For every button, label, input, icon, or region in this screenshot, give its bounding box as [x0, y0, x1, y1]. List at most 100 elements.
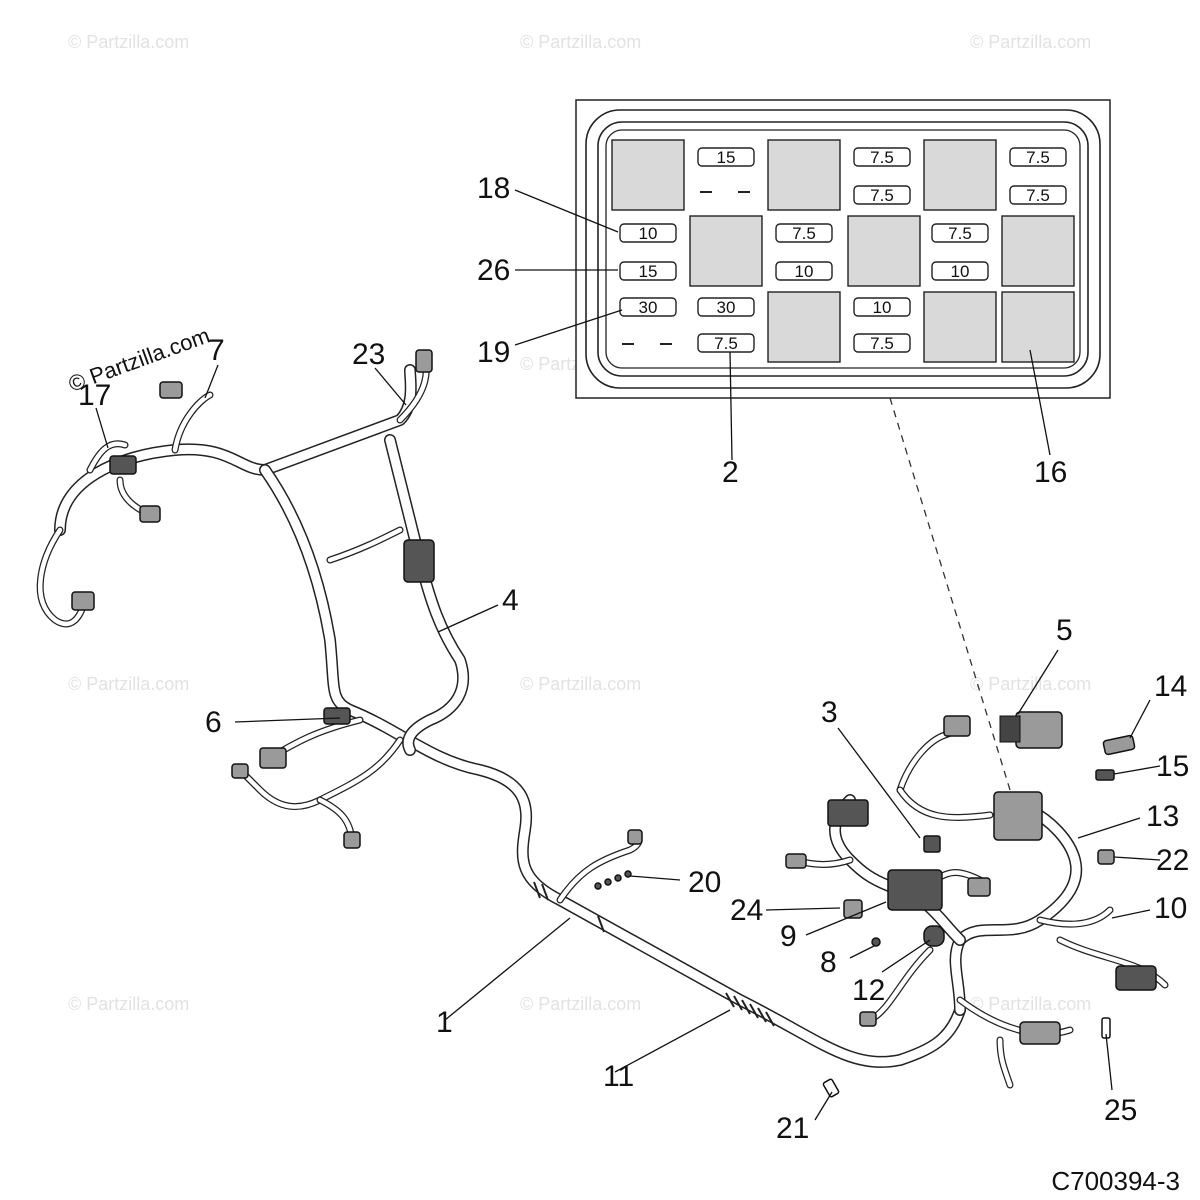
- fuse: 7.5: [853, 147, 911, 167]
- fuse-rating: 15: [717, 148, 736, 167]
- fuse-rating: 10: [639, 224, 658, 243]
- callout-17: 17: [78, 379, 111, 412]
- fuse-rating: 30: [717, 298, 736, 317]
- callout-9: 9: [780, 920, 797, 953]
- watermark: © Partzilla.com: [520, 32, 641, 52]
- leader-lines: [95, 189, 1161, 1121]
- connector: [967, 877, 991, 897]
- fuse-rating: 7.5: [948, 224, 972, 243]
- relay-block: [923, 291, 997, 363]
- watermark: © Partzilla.com: [520, 994, 641, 1014]
- fuse: 10: [931, 261, 989, 281]
- connector: [785, 853, 807, 869]
- callout-16: 16: [1034, 456, 1067, 489]
- connector: [943, 715, 971, 737]
- watermark: © Partzilla.com: [68, 994, 189, 1014]
- fuse: 7.5: [1009, 185, 1067, 205]
- callout-19: 19: [477, 336, 510, 369]
- relay-block: [767, 139, 841, 211]
- connector: [159, 381, 183, 399]
- fuse-rating: 30: [639, 298, 658, 317]
- connector-block: [403, 539, 435, 583]
- fuse: 10: [775, 261, 833, 281]
- fuse-puller: [1102, 734, 1136, 756]
- fuse-rating: 7.5: [1026, 186, 1050, 205]
- connector: [323, 707, 351, 725]
- fuse: 15: [697, 147, 755, 167]
- watermark: © Partzilla.com: [68, 32, 189, 52]
- callout-18: 18: [477, 172, 510, 205]
- relay-block: [847, 215, 921, 287]
- callout-15: 15: [1156, 750, 1189, 783]
- connector: [343, 831, 361, 849]
- callout-8: 8: [820, 946, 837, 979]
- watermark: © Partzilla.com: [970, 674, 1091, 694]
- cap: [1097, 849, 1115, 865]
- harness-wrap: [533, 881, 775, 1027]
- watermark: © Partzilla.com: [68, 674, 189, 694]
- callout-13: 13: [1146, 800, 1179, 833]
- connector: [627, 829, 643, 845]
- callout-2: 2: [722, 456, 739, 489]
- fuse: 7.5: [697, 333, 755, 353]
- fastener: [871, 937, 881, 947]
- callout-14: 14: [1154, 670, 1187, 703]
- relay-block: [767, 291, 841, 363]
- connector: [139, 505, 161, 523]
- connector: [231, 763, 249, 779]
- callout-5: 5: [1056, 614, 1073, 647]
- connector: [415, 349, 433, 373]
- fuse-rating: 7.5: [714, 334, 738, 353]
- grommet: [923, 925, 945, 947]
- fuse: 10: [619, 223, 677, 243]
- fuse-box-label: [999, 715, 1021, 743]
- watermark: © Partzilla.com: [520, 674, 641, 694]
- connector: [109, 455, 137, 475]
- assembly-dashed-line: [889, 397, 1011, 791]
- callout-12: 12: [852, 974, 885, 1007]
- fuse: 7.5: [1009, 147, 1067, 167]
- watermark: © Partzilla.com: [970, 32, 1091, 52]
- callout-6: 6: [205, 706, 222, 739]
- fuse-box-cover: [1015, 711, 1063, 749]
- callout-26: 26: [477, 254, 510, 287]
- fuse: 7.5: [775, 223, 833, 243]
- callout-4: 4: [502, 584, 519, 617]
- callout-23: 23: [352, 338, 385, 371]
- rear-wiring-harness: [785, 711, 1169, 1098]
- callout-20: 20: [688, 866, 721, 899]
- fuse-rating: 7.5: [870, 148, 894, 167]
- fuse-rating: 7.5: [1026, 148, 1050, 167]
- connector: [827, 799, 869, 827]
- relay-block: [689, 215, 763, 287]
- connector: [1115, 965, 1157, 991]
- callout-10: 10: [1154, 892, 1187, 925]
- callout-24: 24: [730, 894, 763, 927]
- callout-25: 25: [1104, 1094, 1137, 1127]
- callout-22: 22: [1156, 844, 1189, 877]
- fuse: 30: [697, 297, 755, 317]
- callout-7: 7: [208, 334, 225, 367]
- fuse: 7.5: [853, 185, 911, 205]
- connector: [259, 747, 287, 769]
- callout-1: 1: [436, 1006, 453, 1039]
- fuse-relay-block: [993, 791, 1043, 841]
- terminal: [822, 1078, 840, 1098]
- relay-block: [1001, 215, 1075, 287]
- callout-21: 21: [776, 1112, 809, 1145]
- fuse: 15: [619, 261, 677, 281]
- connector: [71, 591, 95, 611]
- fuse: 7.5: [853, 333, 911, 353]
- fuse: 30: [619, 297, 677, 317]
- relay-block: [611, 139, 685, 211]
- callout-labels: 18 26 19 2 16 7 17 23 4 6 1 11 20 21 3 5…: [78, 172, 1189, 1145]
- fuse: 10: [853, 297, 911, 317]
- fuse-box-inset: 15 7.5 7.5 7.5 7.5 10 7.5 7.5: [575, 99, 1111, 399]
- connector: [859, 1011, 877, 1027]
- fuse-rating: 7.5: [792, 224, 816, 243]
- fuse-rating: 10: [951, 262, 970, 281]
- connector: [923, 835, 941, 853]
- ecu-connector: [887, 869, 943, 911]
- fuse-rating: 15: [639, 262, 658, 281]
